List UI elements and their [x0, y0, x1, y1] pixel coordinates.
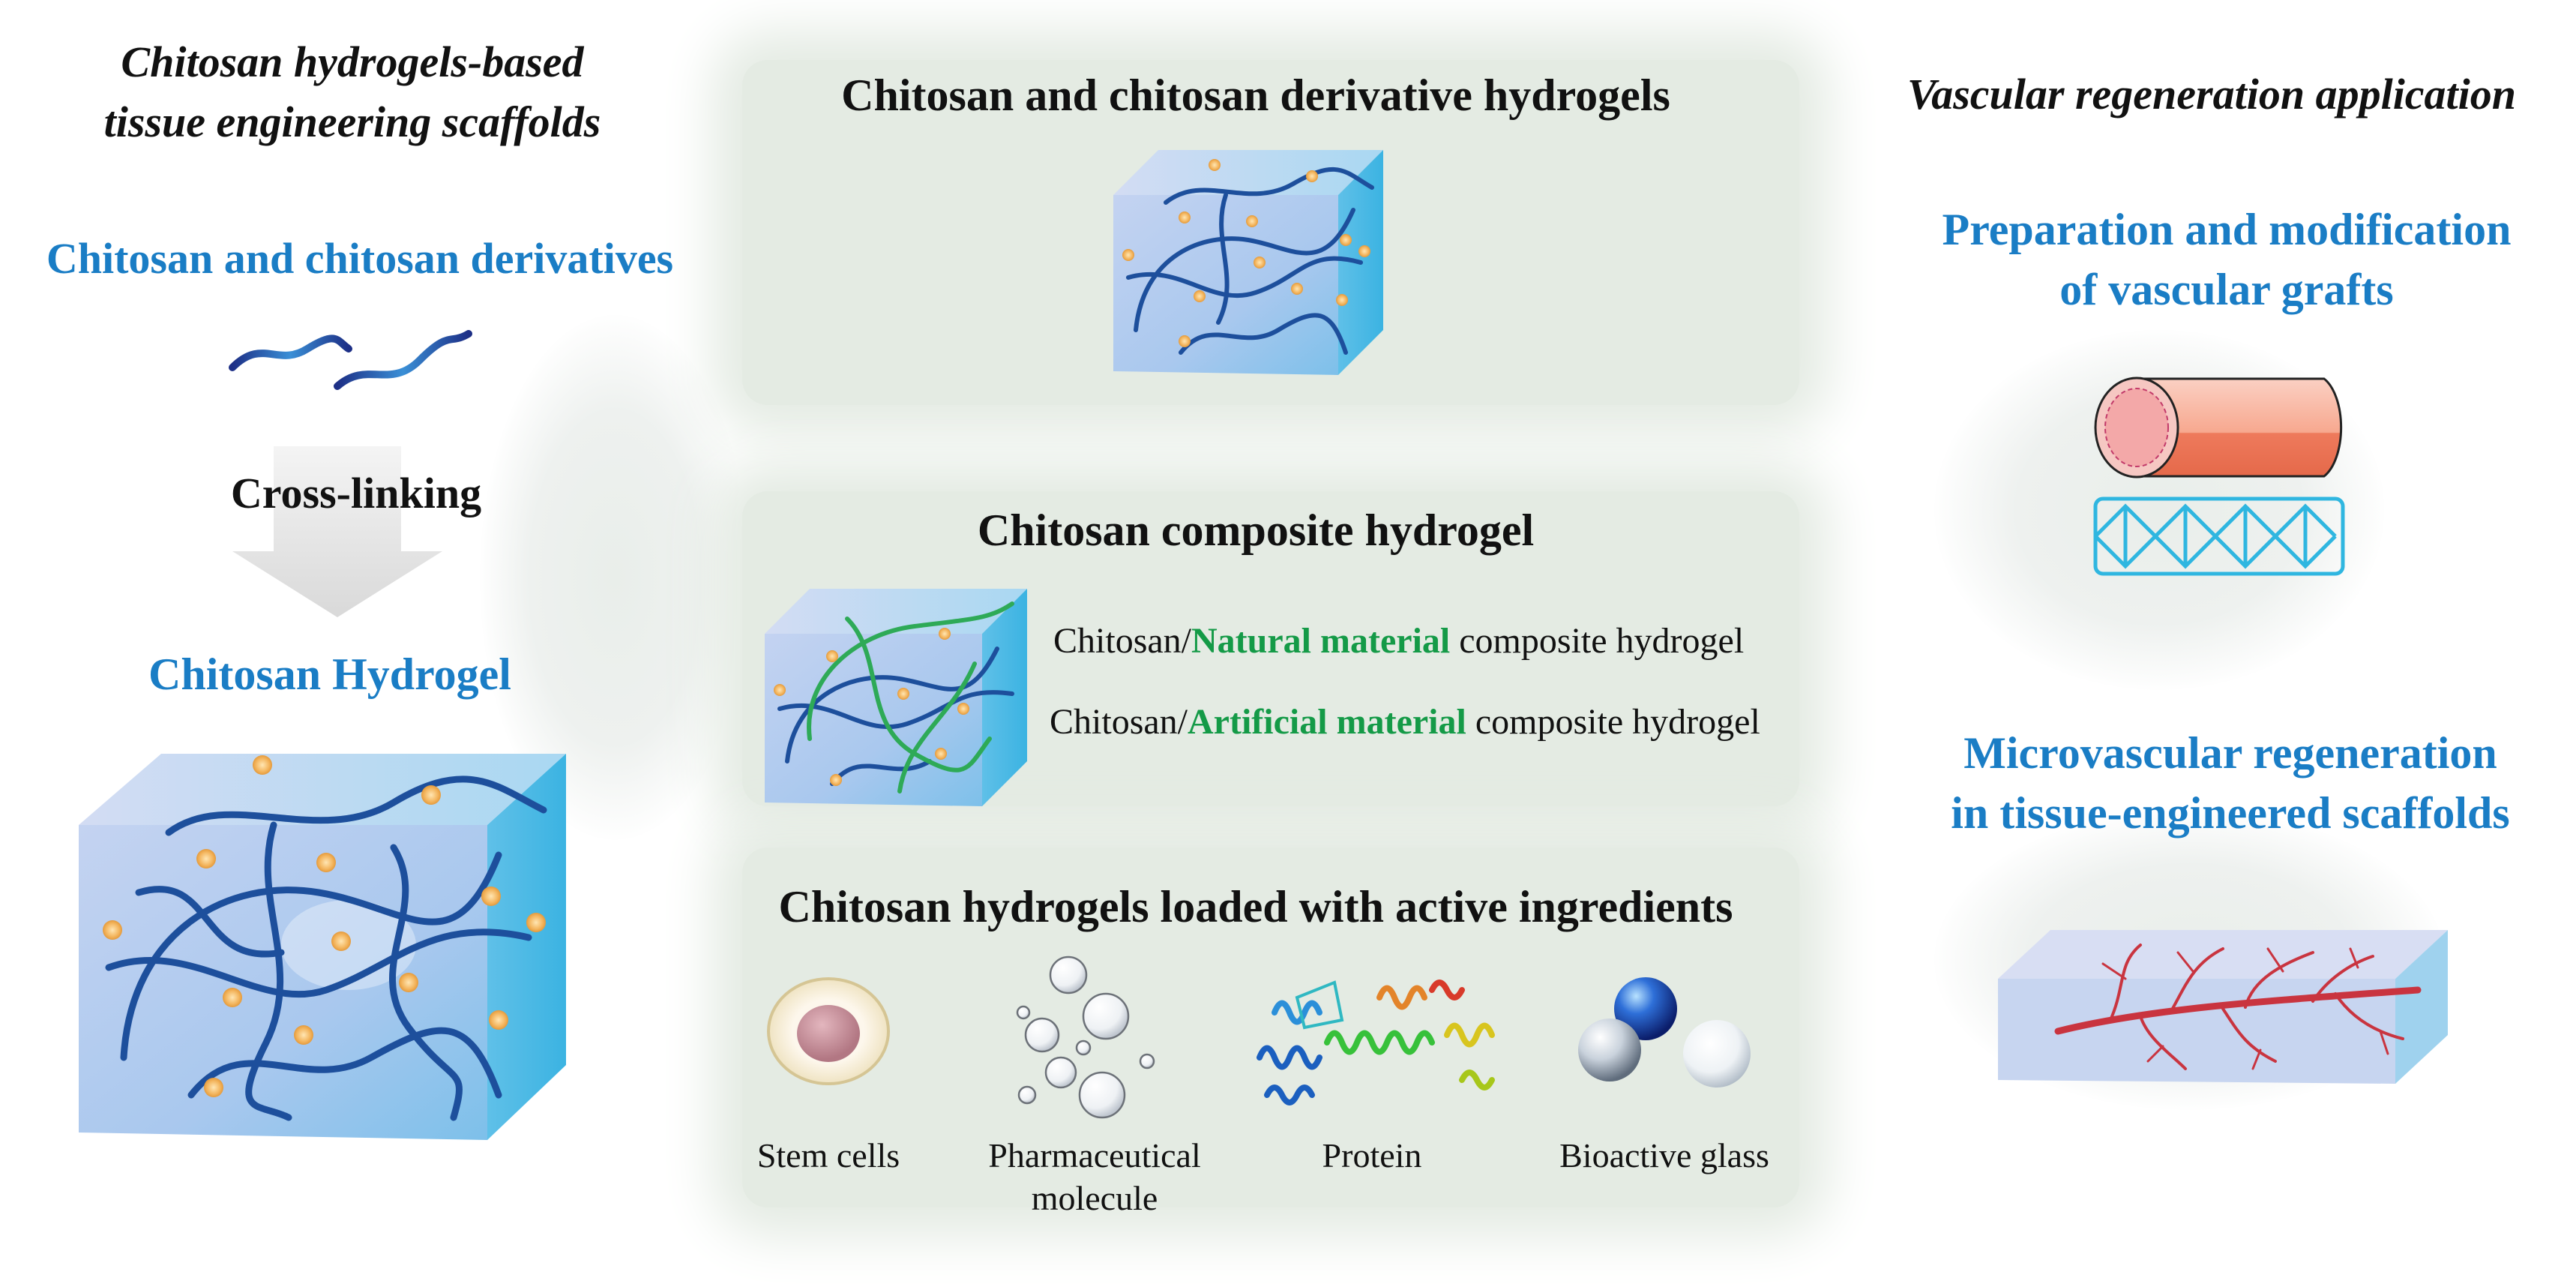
protein-ribbon-icon [1257, 980, 1495, 1106]
loaded-hydrogels-title: Chitosan hydrogels loaded with active in… [778, 882, 1733, 932]
chitosan-chain-icon [229, 330, 472, 390]
composite-suffix: composite hydrogel [1450, 621, 1745, 661]
stem-cell-icon [767, 977, 890, 1085]
right-heading: Vascular regeneration application [1907, 70, 2517, 118]
derivatives-label: Chitosan and chitosan derivatives [46, 234, 674, 283]
glass-spheres-icon [1578, 977, 1751, 1088]
large-hydrogel-cube-icon [79, 754, 566, 1140]
grafts-title-line1: Preparation and modification [1942, 205, 2512, 254]
left-glow [480, 315, 750, 840]
natural-material-highlight: Natural material [1191, 621, 1451, 661]
composite-prefix: Chitosan/ [1050, 702, 1188, 742]
composite-hydrogel-cube-icon [765, 589, 1027, 806]
vascular-graft-icon [2093, 376, 2345, 576]
cross-linking-label: Cross-linking [230, 469, 482, 518]
composite-item-natural: Chitosan/Natural material composite hydr… [1053, 620, 1744, 662]
pharmaceutical-label-line1: Pharmaceutical [988, 1136, 1201, 1174]
derivative-hydrogels-title: Chitosan and chitosan derivative hydroge… [841, 70, 1670, 120]
left-heading-line1: Chitosan hydrogels-based [121, 38, 584, 86]
cross-linking-arrow-icon [232, 446, 442, 617]
composite-hydrogel-title: Chitosan composite hydrogel [977, 506, 1535, 555]
bioactive-glass-label: Bioactive glass [1559, 1136, 1769, 1174]
left-heading-line2: tissue engineering scaffolds [103, 98, 601, 146]
chitosan-hydrogel-label: Chitosan Hydrogel [148, 650, 511, 699]
stem-cells-label: Stem cells [756, 1136, 900, 1174]
protein-label: Protein [1322, 1136, 1422, 1174]
micro-title-line1: Microvascular regeneration [1963, 728, 2497, 778]
artificial-material-highlight: Artificial material [1188, 702, 1466, 742]
pharmaceutical-label-line2: molecule [1031, 1179, 1158, 1217]
composite-suffix: composite hydrogel [1466, 702, 1760, 742]
microvascular-scaffold-icon [1998, 930, 2448, 1084]
composite-item-artificial: Chitosan/Artificial material composite h… [1050, 701, 1760, 742]
micro-title-line2: in tissue-engineered scaffolds [1951, 788, 2510, 838]
composite-prefix: Chitosan/ [1053, 621, 1192, 661]
grafts-title-line2: of vascular grafts [2059, 265, 2394, 314]
derivative-hydrogel-cube-icon [1113, 150, 1383, 375]
molecule-bubbles-icon [1016, 956, 1155, 1119]
